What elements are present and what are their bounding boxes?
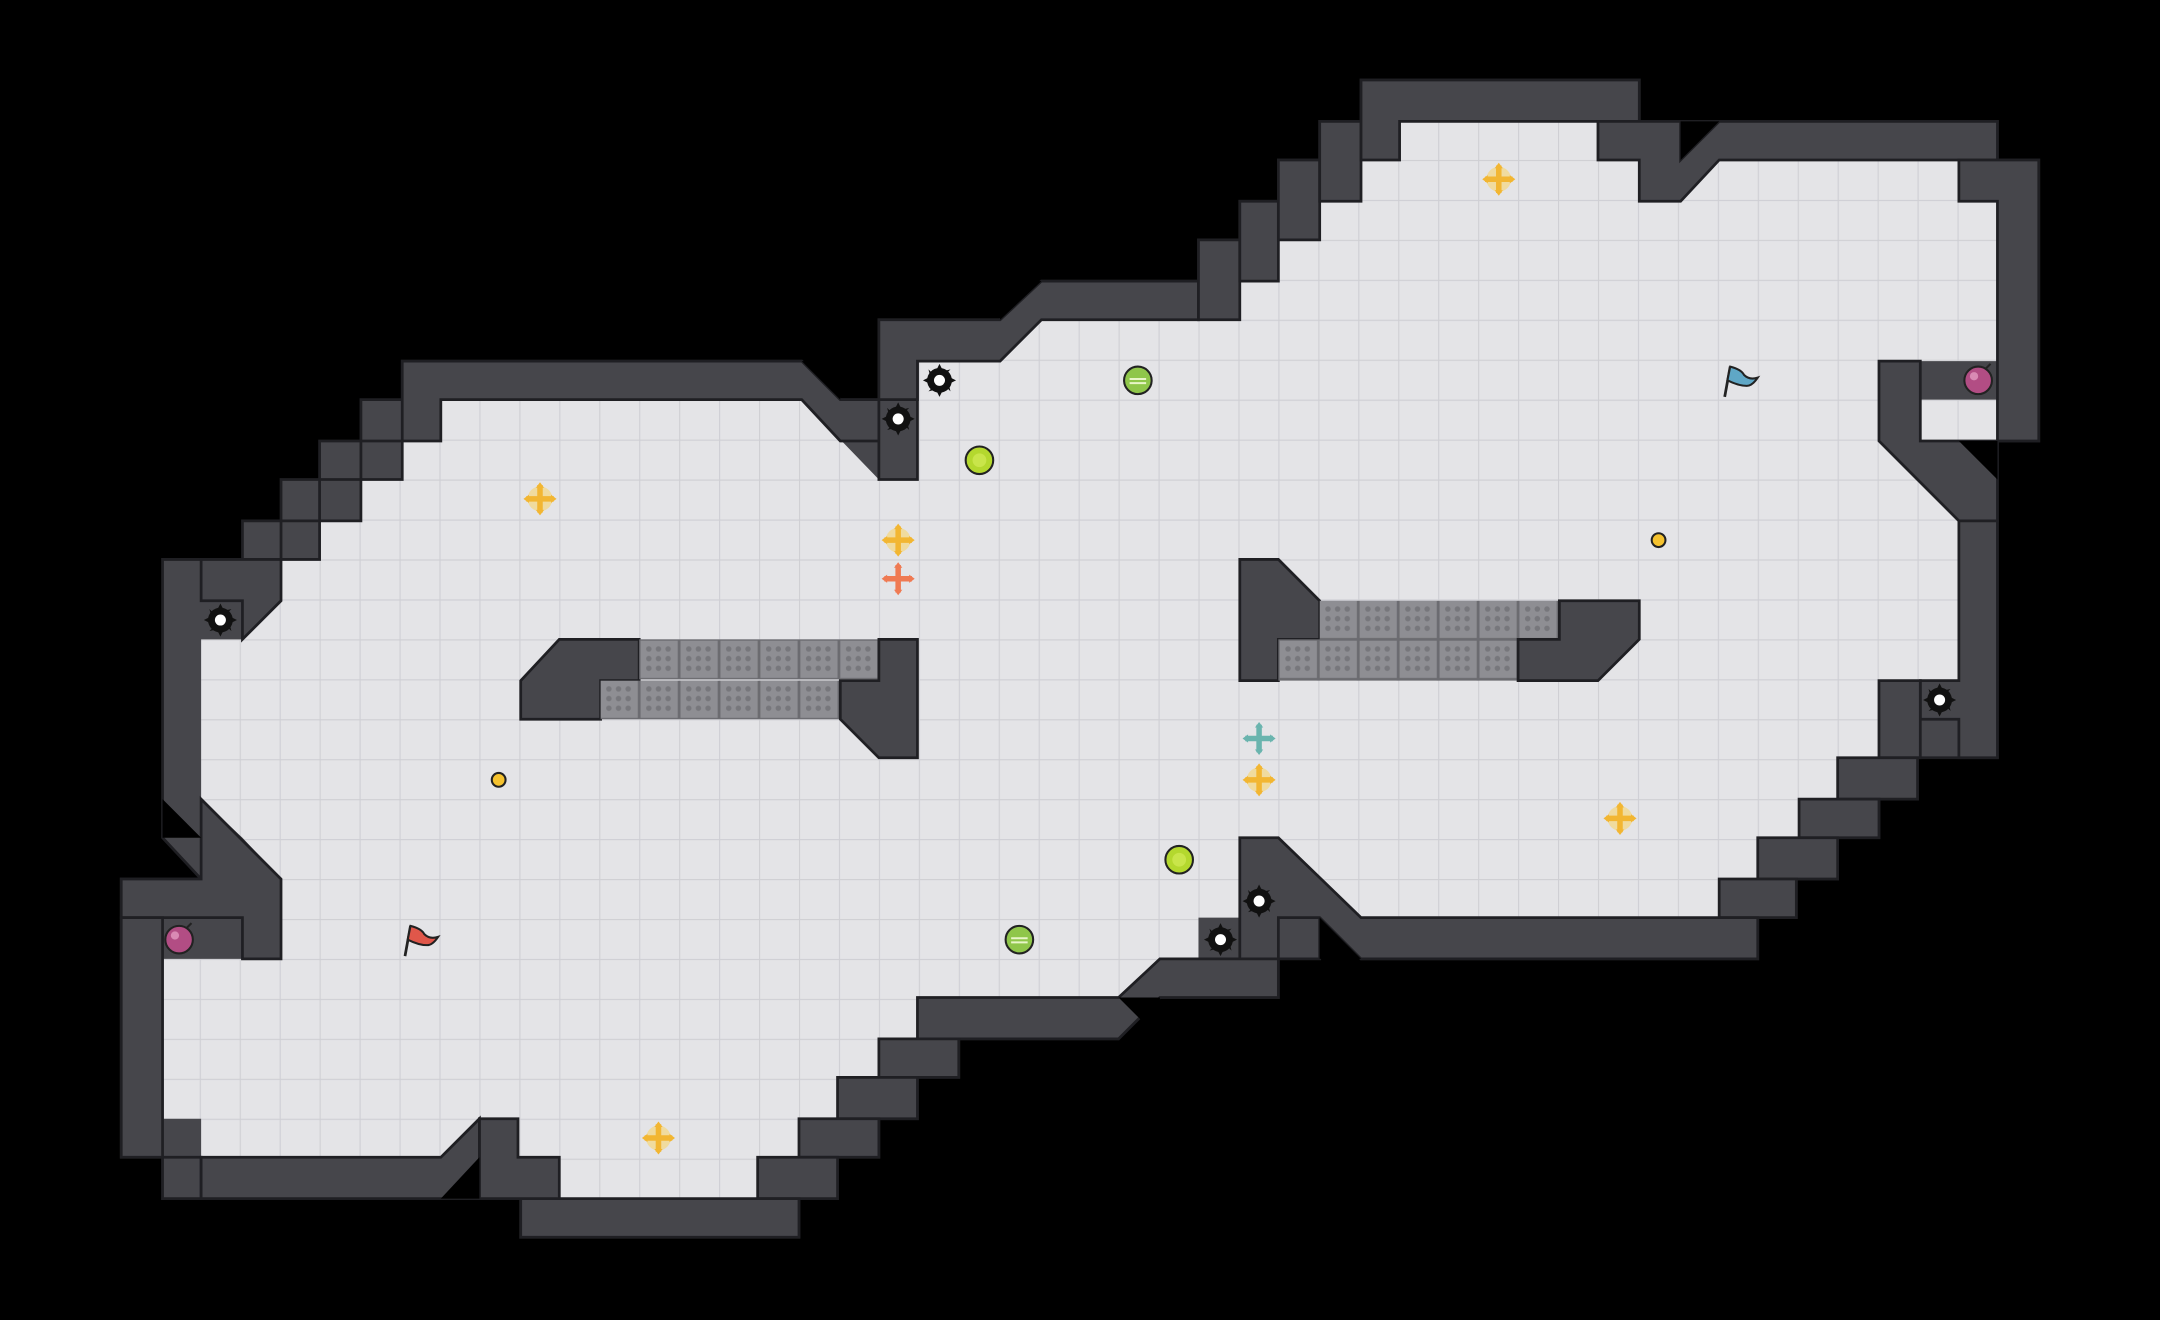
spike-icon [1203, 923, 1238, 957]
spike-icon [1242, 884, 1276, 918]
powerup-icon [1004, 924, 1035, 955]
floor [162, 121, 1998, 1199]
powerup-icon [1164, 844, 1194, 875]
boost-icon [1242, 763, 1276, 797]
wall-ledges [119, 78, 2041, 1239]
left-obstacle [519, 637, 919, 760]
powerup-icon [964, 445, 995, 476]
boost-icon [1603, 801, 1637, 835]
blue-boost-icon [1242, 721, 1276, 756]
spike-icon [881, 402, 915, 436]
boost-icon [881, 523, 915, 557]
boost-icon [523, 482, 557, 516]
pellet-icon [1650, 532, 1667, 549]
bomb-icon [164, 922, 194, 955]
powerup-icon [1123, 365, 1153, 396]
spike-icon [203, 603, 237, 637]
boost-icon [641, 1121, 675, 1155]
spike-icon [1923, 683, 1957, 717]
boost-icon [1482, 162, 1516, 196]
blue-flag-icon [1723, 365, 1761, 398]
red-boost-icon [881, 562, 915, 596]
bomb-icon [1963, 363, 1993, 396]
pellet-icon [490, 771, 507, 788]
red-flag-icon [403, 924, 441, 957]
spike-icon [922, 363, 957, 397]
right-obstacle [1238, 558, 1641, 683]
